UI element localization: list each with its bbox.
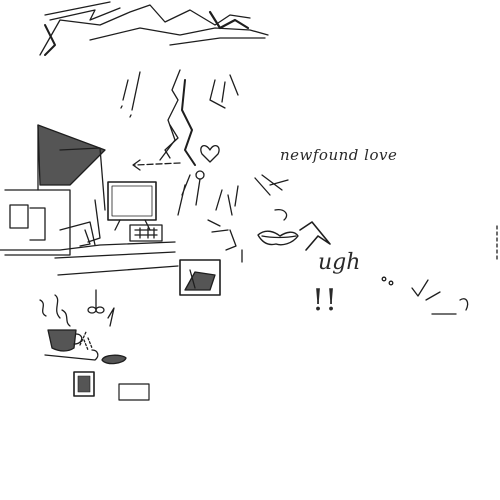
- ugh-dots: [381, 276, 394, 286]
- lollipop-doodle: [177, 170, 205, 216]
- lips-icon: [257, 230, 299, 246]
- small-marks: [207, 174, 289, 263]
- left-arrow: [132, 159, 181, 171]
- music-note-icon: [87, 289, 115, 327]
- drip-scribbles: [120, 69, 239, 166]
- picture-frame-icon: [179, 259, 221, 296]
- computer-icon: [129, 224, 163, 242]
- face-scribble: [411, 279, 469, 315]
- small-picture-icon: [73, 371, 95, 397]
- ugh-label: ugh: [318, 250, 361, 275]
- heart-icon: [200, 145, 220, 163]
- exclaim-label: !!: [312, 283, 339, 318]
- television-icon: [79, 181, 157, 247]
- room-sketch: [0, 124, 179, 276]
- top-zigzag-scribbles: [39, 1, 269, 56]
- coffee-cup-icon: [39, 294, 99, 361]
- phone-icon: [101, 354, 127, 365]
- newfound-love-label: newfound love: [280, 146, 398, 164]
- arrowhead-doodle: [299, 221, 331, 251]
- empty-card: [118, 383, 150, 401]
